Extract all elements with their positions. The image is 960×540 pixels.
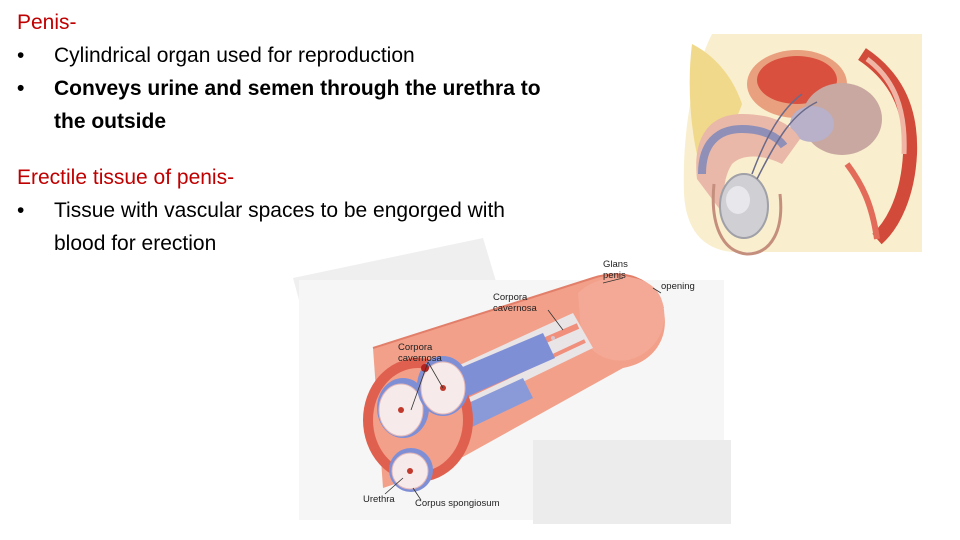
erectile-tissue-diagram: Glans penis opening Corpora cavernosa Co… [293,238,733,526]
label-corpora-cavernosa-left: cavernosa [398,353,443,364]
label-corpora-cavernosa-left: Corpora [398,342,433,353]
label-corpora-cavernosa-top: cavernosa [493,303,538,314]
section1-heading: Penis- [17,6,557,39]
bullet-dot: • [17,194,24,227]
label-corpus-spongiosum: Corpus spongiosum [415,498,500,509]
bullet-dot: • [17,39,24,72]
label-glans: penis [603,270,626,281]
bullet-item: • Conveys urine and semen through the ur… [17,72,557,138]
bullet-text: Cylindrical organ used for reproduction [54,44,415,67]
label-opening: opening [661,281,695,292]
label-glans: Glans [603,259,628,270]
section2-heading: Erectile tissue of penis- [17,161,557,194]
slide-text: Penis- • Cylindrical organ used for repr… [17,6,557,260]
bullet-text: Conveys urine and semen through the uret… [54,77,541,133]
label-corpora-cavernosa-top: Corpora [493,292,528,303]
bullet-dot: • [17,72,24,105]
sagittal-section-illustration [672,14,930,266]
label-urethra: Urethra [363,494,395,505]
bullet-item: • Cylindrical organ used for reproductio… [17,39,557,72]
